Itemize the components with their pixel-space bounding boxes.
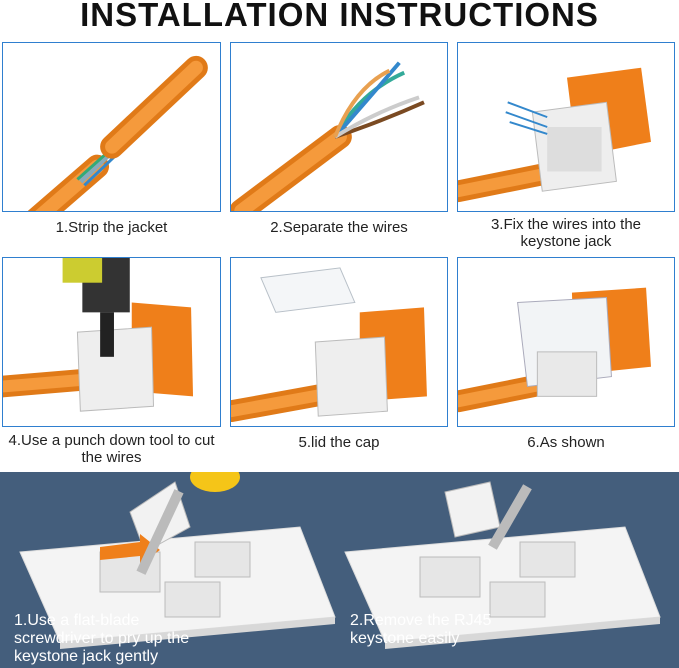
step-6-image bbox=[457, 257, 675, 427]
step-4-caption: 4.Use a punch down tool to cut the wires bbox=[8, 432, 215, 466]
cable-illustration bbox=[27, 55, 208, 211]
step-1-image bbox=[2, 42, 221, 212]
page-title: INSTALLATION INSTRUCTIONS bbox=[80, 0, 599, 33]
removal-2-caption: 2.Remove the RJ45 keystone easily bbox=[350, 612, 492, 647]
step-6-caption: 6.As shown bbox=[527, 434, 605, 451]
step-3-caption: 3.Fix the wires into the keystone jack bbox=[490, 216, 642, 250]
step-2-image bbox=[230, 42, 448, 212]
step-1-caption: 1.Strip the jacket bbox=[55, 219, 168, 236]
removal-section: 1.Use a flat-blade screwdriver to pry up… bbox=[0, 472, 679, 668]
step-4-image bbox=[2, 257, 221, 427]
removal-1-caption: 1.Use a flat-blade screwdriver to pry up… bbox=[14, 612, 190, 665]
step-5-caption: 5.lid the cap bbox=[298, 434, 380, 451]
step-5-image bbox=[230, 257, 448, 427]
step-3-image bbox=[457, 42, 675, 212]
step-2-caption: 2.Separate the wires bbox=[270, 219, 408, 236]
